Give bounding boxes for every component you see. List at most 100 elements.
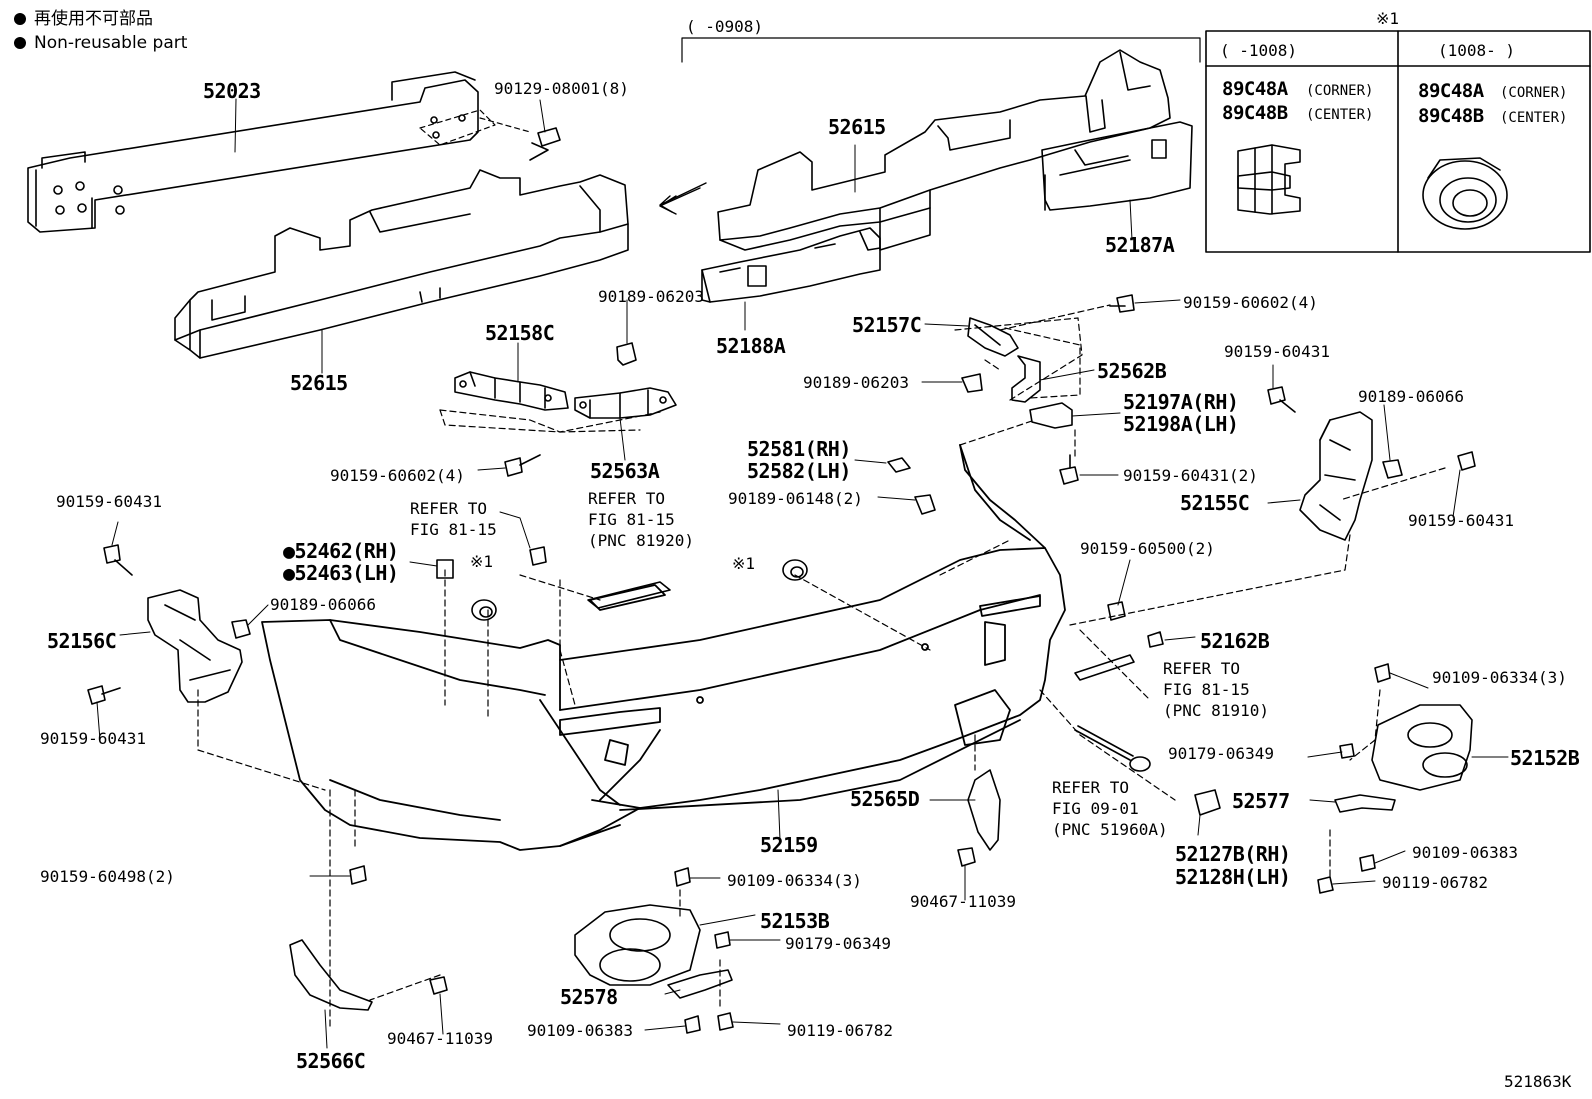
bracket-52156C-drawing bbox=[147, 589, 243, 703]
label-90159-60602-right: 90159-60602(4) bbox=[1183, 293, 1318, 312]
label-90159-60500: 90159-60500(2) bbox=[1080, 539, 1215, 558]
variant-note-mark: ※1 bbox=[1376, 9, 1400, 28]
label-52582: 52582(LH) bbox=[747, 459, 851, 483]
bolt-refer-icon bbox=[529, 546, 547, 566]
refer4-line1: REFER TO bbox=[1052, 778, 1130, 797]
label-90189-06203-a: 90189-06203 bbox=[598, 287, 704, 306]
label-90179-06349-mid: 90179-06349 bbox=[785, 934, 891, 953]
variant-left-part-a: 89C48A bbox=[1222, 78, 1288, 100]
label-52128H: 52128H(LH) bbox=[1175, 865, 1291, 889]
bolt-90159-60500-icon bbox=[1107, 601, 1126, 621]
sensor-retainer-icon bbox=[1422, 157, 1508, 230]
clip-90189-06203-b-icon bbox=[961, 373, 983, 393]
absorber-52615-left-drawing bbox=[174, 169, 629, 359]
bolt-90159-60431-top-icon bbox=[1267, 386, 1296, 413]
label-90119-06782-mid: 90119-06782 bbox=[787, 1021, 893, 1040]
label-90179-06349-right: 90179-06349 bbox=[1168, 744, 1274, 763]
clip-90189-06203-a-icon bbox=[616, 342, 637, 366]
mudguard-52566C-icon bbox=[289, 939, 373, 1011]
bumper-cover-52159-drawing bbox=[261, 444, 1066, 851]
sensor-clip-icon bbox=[1237, 144, 1301, 215]
variant-right-part-a-note: (CORNER) bbox=[1500, 85, 1568, 101]
bolt-90159-60431-bottomleft-icon bbox=[87, 685, 121, 705]
label-52127B: 52127B(RH) bbox=[1175, 842, 1291, 866]
label-52156C: 52156C bbox=[47, 629, 117, 653]
bolt-90109-06334-mid-icon bbox=[674, 867, 691, 887]
label-90109-06383-mid: 90109-06383 bbox=[527, 1021, 633, 1040]
bolt-90159-60431-left-icon bbox=[103, 544, 133, 576]
exhaust-finisher-52153B-drawing bbox=[574, 904, 701, 986]
absorber-52615-right-drawing bbox=[717, 49, 1171, 251]
label-90189-06148: 90189-06148(2) bbox=[728, 489, 863, 508]
clip-90189-06066-right-icon bbox=[1382, 459, 1403, 479]
refer2-line3: (PNC 81920) bbox=[588, 531, 694, 550]
reflector-81910-icon bbox=[1074, 654, 1135, 681]
variant-right-part-a: 89C48A bbox=[1418, 80, 1484, 102]
bolt-90129-icon bbox=[529, 127, 561, 161]
label-52578: 52578 bbox=[560, 985, 618, 1009]
label-52155C: 52155C bbox=[1180, 491, 1250, 515]
legend-japanese-text: 再使用不可部品 bbox=[34, 9, 153, 29]
figure-code: 521863K bbox=[1504, 1072, 1572, 1091]
label-90159-60431-top: 90159-60431 bbox=[1224, 342, 1330, 361]
legend-english: Non-reusable part bbox=[14, 32, 187, 54]
reflector-81920-icon bbox=[587, 581, 671, 609]
label-52581: 52581(RH) bbox=[747, 437, 851, 461]
variant-left-part-b-note: (CENTER) bbox=[1306, 107, 1374, 123]
bolt-90119-06782-mid-icon bbox=[717, 1012, 734, 1031]
label-90109-06383-right: 90109-06383 bbox=[1412, 843, 1518, 862]
label-52187A: 52187A bbox=[1105, 233, 1175, 257]
label-52615-top: 52615 bbox=[828, 115, 886, 139]
bolt-90109-06383-mid-icon bbox=[684, 1015, 701, 1034]
variant-right-part-b-note: (CENTER) bbox=[1500, 110, 1568, 126]
bracket-52562B-drawing bbox=[1011, 355, 1041, 403]
variant-right-header: (1008- ) bbox=[1438, 41, 1516, 60]
note-mark-center: ※1 bbox=[732, 554, 756, 573]
label-52197A: 52197A(RH) bbox=[1123, 390, 1239, 414]
bracket-52158C-drawing bbox=[454, 371, 569, 411]
label-90109-06334-mid: 90109-06334(3) bbox=[727, 871, 862, 890]
label-52188A: 52188A bbox=[716, 334, 786, 358]
refer3-line1: REFER TO bbox=[1163, 659, 1241, 678]
refer3-line2: FIG 81-15 bbox=[1163, 680, 1250, 699]
label-90467-11039-left: 90467-11039 bbox=[387, 1029, 493, 1048]
clip-90179-06349-mid-icon bbox=[714, 931, 731, 949]
tow-cover-52127B-icon bbox=[1194, 789, 1221, 816]
bracket-52578-icon bbox=[667, 969, 733, 999]
bullet-icon bbox=[14, 37, 26, 49]
assembly-leader-lines bbox=[197, 304, 1446, 1031]
variant-left-part-b: 89C48B bbox=[1222, 102, 1288, 124]
label-90159-60431-bottomleft: 90159-60431 bbox=[40, 729, 146, 748]
bolt-pattern-outline bbox=[419, 109, 496, 146]
bolt-90119-06782-right-icon bbox=[1317, 876, 1334, 894]
bracket-52577-icon bbox=[1334, 794, 1396, 813]
refer1-line2: FIG 81-15 bbox=[410, 520, 497, 539]
label-90119-06782-right: 90119-06782 bbox=[1382, 873, 1488, 892]
label-90189-06066-right: 90189-06066 bbox=[1358, 387, 1464, 406]
label-52162B: 52162B bbox=[1200, 629, 1270, 653]
label-52198A: 52198A(LH) bbox=[1123, 412, 1239, 436]
refer2-line2: FIG 81-15 bbox=[588, 510, 675, 529]
clip-90467-11039-mid-icon bbox=[957, 847, 976, 867]
label-52463: ●52463(LH) bbox=[283, 561, 399, 585]
bolt-90159-60431-right-icon bbox=[1457, 451, 1476, 471]
towing-eye-icon bbox=[1074, 725, 1151, 772]
label-52023: 52023 bbox=[203, 79, 261, 103]
variant-right-part-b: 89C48B bbox=[1418, 105, 1484, 127]
bracket-52155C-drawing bbox=[1299, 411, 1373, 541]
label-90159-60431-left: 90159-60431 bbox=[56, 492, 162, 511]
legend-english-text: Non-reusable part bbox=[34, 33, 188, 53]
spacer-52462-icon bbox=[436, 559, 454, 579]
variant-left-part-a-note: (CORNER) bbox=[1306, 83, 1374, 99]
label-leader-lines bbox=[96, 98, 1509, 1049]
clip-90179-06349-right-icon bbox=[1339, 743, 1355, 759]
refer4-line3: (PNC 51960A) bbox=[1052, 820, 1168, 839]
label-90129-08001: 90129-08001(8) bbox=[494, 79, 629, 98]
bracket-52563A-drawing bbox=[574, 387, 677, 419]
period-bracket-line bbox=[681, 37, 1201, 63]
label-90159-60498: 90159-60498(2) bbox=[40, 867, 175, 886]
clip-90467-11039-left-icon bbox=[429, 976, 448, 995]
label-52566C: 52566C bbox=[296, 1049, 366, 1073]
